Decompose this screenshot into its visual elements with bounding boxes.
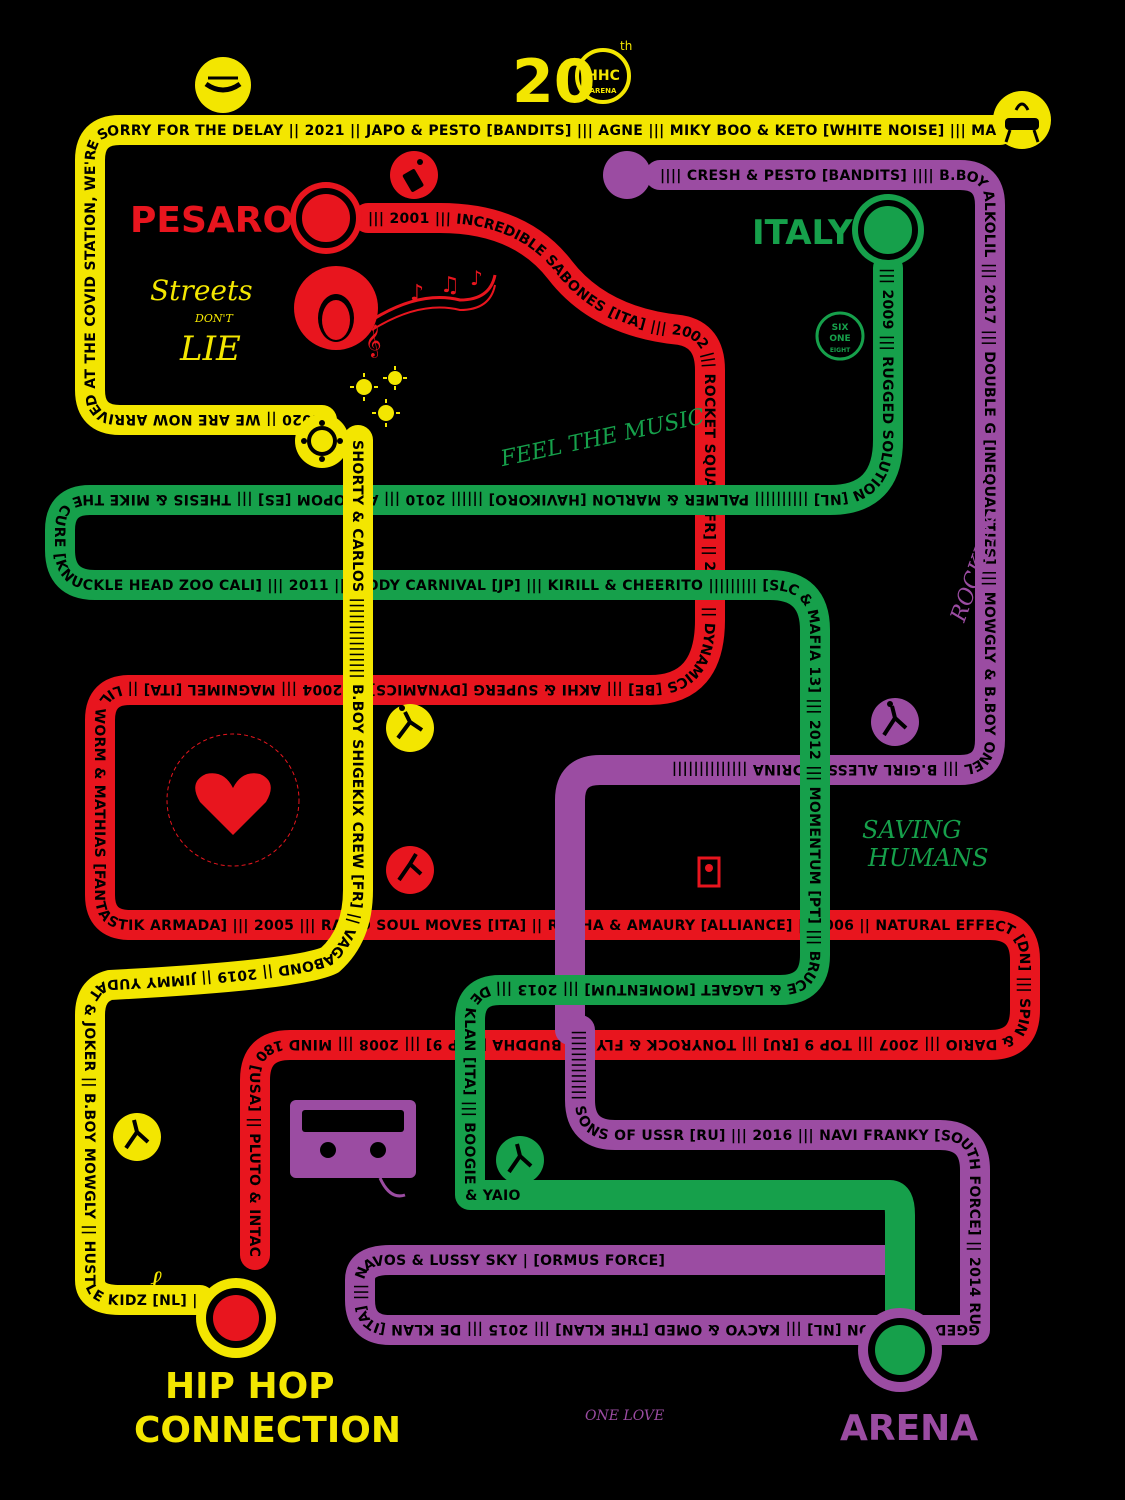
sun-icons (350, 366, 407, 427)
streets-dont-lie-tag: Streets DON'T LIE (150, 274, 253, 369)
station-hip-hop-connection (196, 1278, 276, 1358)
breakdancer-icon-purple (871, 698, 919, 746)
svg-text:♪: ♪ (410, 281, 424, 306)
logo-hhc: HHC (586, 68, 620, 84)
feel-the-music-tag: FEEL THE MUSIC (498, 404, 707, 472)
arena-label: ARENA (840, 1408, 978, 1449)
breakdancer-icon-yellow-bottom (113, 1113, 161, 1161)
one-love-tag: ONE LOVE (585, 1408, 664, 1424)
station-arena (858, 1308, 942, 1392)
lady-singer-icon (294, 266, 378, 350)
tag-dont: DON'T (194, 312, 234, 325)
music-notes-icon: ♪ ♫ ♪ 𝄞 (365, 266, 497, 358)
six-one-eight-icon: SIX ONE EIGHT (815, 311, 865, 361)
spray-nozzle-icon (697, 856, 721, 888)
breakdancer-icon-red (386, 846, 434, 894)
pesaro-label: PESARO (130, 200, 293, 241)
six-label: SIX (832, 323, 849, 333)
spray-can-icon (390, 151, 438, 199)
breakdancer-icon-yellow (386, 704, 434, 752)
hhc-20th-logo: 20 HHC ARENA th (512, 39, 632, 117)
station-pesaro (290, 182, 362, 254)
cassette-tape-icon (290, 1100, 416, 1198)
one-label: ONE (829, 334, 850, 344)
heart-icon (166, 733, 300, 867)
virus-icon (295, 414, 349, 468)
svg-text:♫: ♫ (440, 273, 460, 298)
saving-tag: SAVING (862, 816, 962, 844)
signature-mark: ℓ (150, 1264, 162, 1297)
logo-arena: ARENA (590, 87, 617, 95)
svg-text:𝄞: 𝄞 (365, 324, 382, 358)
humans-tag: HUMANS (867, 844, 989, 872)
logo-th: th (620, 39, 632, 53)
tag-lie: LIE (179, 329, 241, 369)
barbecue-icon (993, 91, 1051, 149)
sleeping-face-icon (195, 57, 251, 113)
svg-text:♪: ♪ (470, 266, 483, 290)
breakdancer-icon-green (496, 1136, 544, 1184)
eight-label: EIGHT (830, 347, 851, 354)
station-italy (852, 194, 924, 266)
italy-label: ITALY (752, 213, 853, 253)
hip-hop-label: HIP HOP (165, 1366, 335, 1407)
tag-streets: Streets (150, 274, 253, 307)
station-purple-top (603, 151, 651, 199)
connection-label: CONNECTION (134, 1410, 401, 1451)
